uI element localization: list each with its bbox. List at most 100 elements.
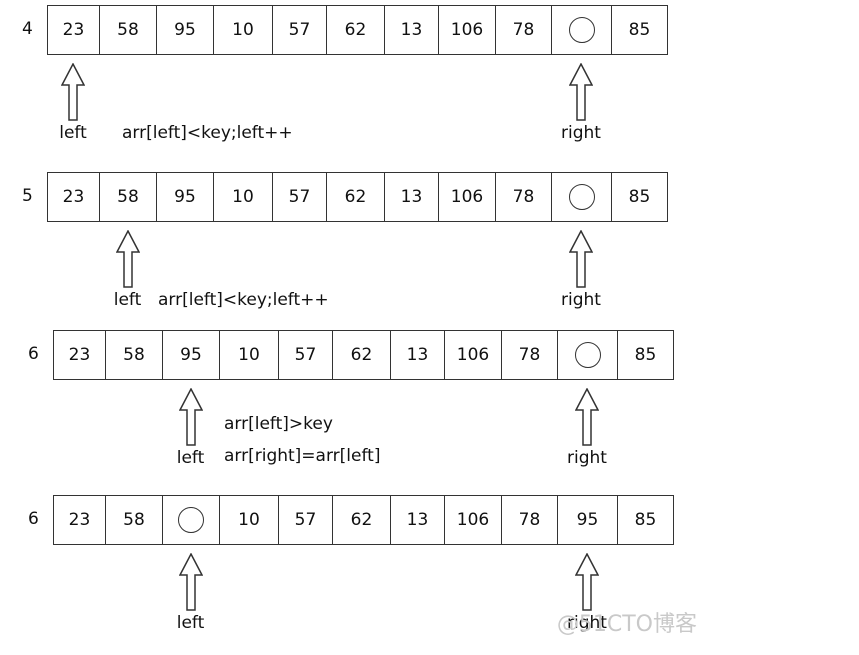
right-pointer-label: right [567, 613, 607, 633]
step-number: 6 [28, 509, 39, 529]
array-cell: 78 [496, 173, 552, 221]
up-arrow-icon [569, 230, 593, 288]
array-cell: 13 [391, 496, 445, 544]
step-number: 6 [28, 344, 39, 364]
array-cell: 23 [54, 331, 106, 379]
array-cell: 13 [385, 6, 439, 54]
array-cell: 57 [273, 173, 327, 221]
left-pointer-label: left [176, 613, 205, 633]
cell-value: 62 [350, 510, 373, 530]
array-cell: 78 [502, 496, 558, 544]
array-cell: 95 [157, 173, 214, 221]
cell-value: 23 [62, 20, 85, 40]
cell-value: 106 [456, 345, 490, 365]
empty-slot-icon [568, 184, 595, 210]
array-cell: 62 [327, 173, 385, 221]
array-cell: 58 [100, 6, 157, 54]
cell-value: 78 [512, 20, 535, 40]
up-arrow-icon [575, 388, 599, 446]
left-pointer: left [161, 553, 221, 633]
left-pointer-label: left [113, 290, 142, 310]
array-cell: 106 [439, 173, 496, 221]
array-cell: 10 [220, 496, 279, 544]
cell-value: 57 [288, 20, 311, 40]
empty-slot-icon [568, 17, 595, 43]
array-cell: 85 [618, 496, 673, 544]
right-pointer: right [557, 553, 617, 633]
array-cell: 10 [220, 331, 279, 379]
cell-value: 13 [400, 187, 423, 207]
right-pointer: right [551, 63, 611, 143]
array-cell: 62 [333, 496, 391, 544]
cell-value: 13 [406, 510, 429, 530]
left-pointer-label: left [59, 123, 87, 143]
cell-value: 58 [123, 345, 145, 365]
up-arrow-icon [61, 63, 85, 121]
cell-value: 95 [576, 510, 599, 530]
array-cell [558, 331, 618, 379]
cell-value: 57 [294, 510, 317, 530]
cell-value: 106 [450, 187, 484, 207]
array-cell: 57 [279, 331, 333, 379]
left-pointer: left [98, 230, 158, 310]
step-number: 5 [22, 186, 33, 206]
array-cell: 95 [163, 331, 220, 379]
right-pointer-label: right [567, 448, 607, 468]
cell-value: 58 [117, 187, 139, 207]
array-cell: 10 [214, 173, 273, 221]
cell-value: 85 [628, 187, 651, 207]
array-cell: 106 [439, 6, 496, 54]
cell-value: 106 [450, 20, 484, 40]
array-cell: 106 [445, 331, 502, 379]
array-cell: 58 [106, 331, 163, 379]
up-arrow-icon [575, 553, 599, 611]
up-arrow-icon [178, 553, 203, 611]
array-cell: 57 [273, 6, 327, 54]
cell-value: 95 [180, 345, 202, 365]
array-cell: 95 [157, 6, 214, 54]
array-box: 23 58 95 10 57 62 13 106 78 85 [47, 5, 668, 55]
condition-note: arr[left]<key;left++ [122, 123, 293, 143]
up-arrow-icon [115, 230, 140, 288]
array-cell: 78 [496, 6, 552, 54]
cell-value: 57 [288, 187, 311, 207]
cell-value: 85 [628, 20, 651, 40]
cell-value: 106 [456, 510, 490, 530]
cell-value: 78 [512, 187, 535, 207]
array-cell: 13 [391, 331, 445, 379]
cell-value: 10 [238, 345, 260, 365]
array-cell: 106 [445, 496, 502, 544]
array-cell: 85 [612, 173, 667, 221]
array-cell: 10 [214, 6, 273, 54]
left-pointer: left [161, 388, 221, 468]
cell-value: 62 [344, 20, 367, 40]
array-cell [552, 6, 612, 54]
array-cell: 62 [333, 331, 391, 379]
array-cell: 23 [48, 6, 100, 54]
array-cell: 23 [54, 496, 106, 544]
array-cell: 23 [48, 173, 100, 221]
cell-value: 23 [62, 187, 85, 207]
cell-value: 85 [634, 510, 657, 530]
cell-value: 62 [350, 345, 373, 365]
cell-value: 85 [634, 345, 657, 365]
cell-value: 62 [344, 187, 367, 207]
array-cell: 57 [279, 496, 333, 544]
watermark: @51CTO博客 [556, 612, 697, 637]
condition-note: arr[right]=arr[left] [224, 446, 381, 466]
up-arrow-icon [178, 388, 203, 446]
right-pointer: right [551, 230, 611, 310]
array-cell: 95 [558, 496, 618, 544]
array-cell: 78 [502, 331, 558, 379]
cell-value: 13 [400, 20, 423, 40]
cell-value: 78 [518, 345, 541, 365]
cell-value: 58 [117, 20, 139, 40]
cell-value: 10 [232, 20, 254, 40]
cell-value: 95 [174, 20, 196, 40]
array-cell: 13 [385, 173, 439, 221]
empty-slot-icon [574, 342, 601, 368]
